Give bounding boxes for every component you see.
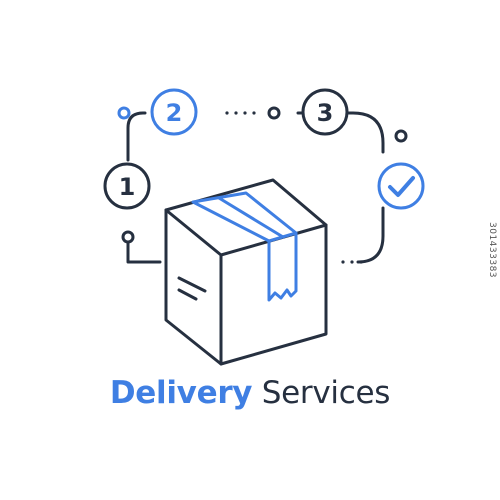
step-2-ring (150, 88, 198, 136)
dot (225, 111, 229, 115)
dot (359, 260, 363, 264)
dot (243, 111, 247, 115)
step-1-ring (103, 162, 151, 210)
stock-id-label: 301433383 (487, 221, 497, 279)
step-2-label: 2 (166, 99, 183, 127)
box-left-face (164, 208, 223, 366)
title-strong: Delivery (109, 375, 253, 411)
dot (341, 260, 345, 264)
route-right-bottom (356, 206, 385, 264)
pin-check-top (394, 129, 408, 143)
box-right-face (219, 223, 328, 366)
step-1-label: 1 (119, 173, 136, 201)
box-tape-seam (217, 196, 285, 239)
route-left-bottom (126, 236, 162, 264)
step-1-marker: 1 (103, 162, 151, 210)
parcel-box-icon (164, 178, 328, 366)
route-line (126, 111, 385, 264)
title-light: Services (261, 375, 391, 411)
box-label-line-2 (177, 288, 198, 301)
page-title: Delivery Services (0, 373, 500, 413)
box-tape-flap (267, 231, 298, 302)
step-3-label: 3 (317, 99, 334, 127)
dotted-connectors (225, 111, 363, 264)
box-label-line-1 (177, 276, 207, 293)
route-left-top (126, 111, 147, 162)
step-done-marker (377, 162, 425, 210)
step-2-marker: 2 (150, 88, 198, 136)
step-3-marker: 3 (301, 88, 349, 136)
dot (350, 260, 354, 264)
step-done-ring (377, 162, 425, 210)
pin-step-3-left (267, 106, 281, 120)
pin-step-1-bottom (121, 230, 135, 244)
box-top-face (164, 178, 328, 257)
dot (252, 111, 256, 115)
step-3-ring (301, 88, 349, 136)
route-pins (117, 106, 408, 244)
route-right-top (296, 111, 385, 154)
dot (234, 111, 238, 115)
checkmark-icon (388, 176, 415, 197)
pin-step-2-left (117, 106, 131, 120)
